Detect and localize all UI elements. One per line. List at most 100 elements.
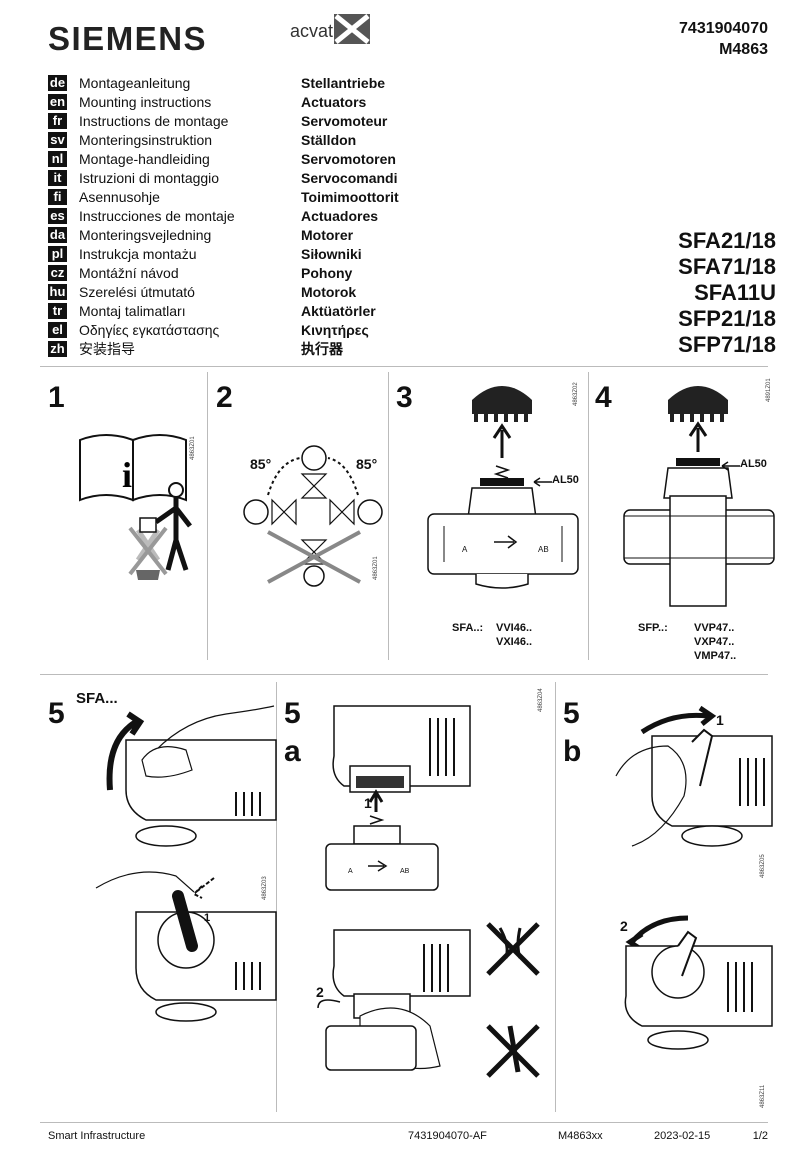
figure-code: 4863Z01 — [190, 436, 196, 460]
footer-doc-ref: 7431904070-AF — [408, 1130, 487, 1142]
sfa-valve-illustration — [427, 386, 579, 589]
language-code: de — [48, 74, 67, 91]
footer-page: 1/2 — [752, 1130, 768, 1142]
figure-code: 4863Z02 — [573, 382, 579, 406]
release-lever-illustration — [615, 705, 773, 1050]
divider — [40, 366, 768, 367]
language-code: zh — [48, 340, 67, 357]
language-instruction-label: Asennusohje — [79, 188, 160, 205]
divider — [588, 372, 589, 660]
divider — [207, 372, 208, 660]
step-1-number: 1 — [48, 381, 65, 414]
step-5b-number: 5 — [563, 697, 580, 730]
language-product-label: Motorer — [301, 226, 354, 243]
port-ab-label: AB — [538, 545, 549, 554]
port-a-label: A — [462, 545, 468, 554]
language-instruction-label: Οδηγίες εγκατάστασης — [79, 321, 220, 338]
language-row-el: el Οδηγίες εγκατάστασης Κινητήρες — [48, 320, 399, 339]
figure-code: 4863Z01 — [373, 556, 379, 580]
language-product-label: Κινητήρες — [301, 321, 369, 338]
language-product-label: Ställdon — [301, 131, 357, 148]
language-code: nl — [48, 150, 67, 167]
step-5b-sub: b — [563, 735, 582, 768]
language-instruction-label: Instructions de montage — [79, 112, 229, 129]
manual-adjust-illustration — [95, 705, 277, 1022]
language-product-label: Siłowniki — [301, 245, 362, 262]
port-ab-label: AB — [400, 868, 410, 875]
step-5a-sub: a — [284, 735, 301, 768]
language-code: sv — [48, 131, 67, 148]
marker-1: 1 — [204, 912, 211, 924]
angle-right-label: 85° — [356, 456, 378, 472]
actuator-mount-illustration — [317, 705, 540, 1078]
step-5-number: 5 — [48, 697, 65, 730]
language-instruction-label: Monteringsinstruktion — [79, 131, 213, 148]
model-item: SFP71/18 — [678, 332, 776, 357]
language-row-cz: cz Montážní návod Pohony — [48, 263, 399, 282]
language-instruction-label: Instrukcja montażu — [79, 245, 197, 262]
divider — [388, 372, 389, 660]
language-code: cz — [48, 264, 67, 281]
language-code: el — [48, 321, 67, 338]
language-code: hu — [48, 283, 67, 300]
language-product-label: Servomoteur — [301, 112, 388, 129]
language-instruction-label: Instrucciones de montaje — [79, 207, 235, 224]
al50-label: AL50 — [552, 474, 579, 486]
svg-text:i: i — [122, 455, 132, 495]
language-code: en — [48, 93, 67, 110]
language-row-pl: pl Instrukcja montażu Siłowniki — [48, 244, 399, 263]
figure-code: 4863Z04 — [538, 688, 544, 712]
language-product-label: 执行器 — [301, 340, 343, 357]
acvatix-mark-icon — [334, 14, 370, 44]
siemens-logo: SIEMENS — [48, 20, 208, 57]
figure-code: 4891Z01 — [766, 378, 772, 402]
al50-label: AL50 — [740, 458, 767, 470]
marker-2: 2 — [316, 984, 324, 1000]
divider — [276, 682, 277, 1112]
sfa-series-label: SFA..: — [452, 622, 484, 634]
language-code: da — [48, 226, 67, 243]
step-4-number: 4 — [595, 381, 612, 414]
mounting-angle-illustration — [243, 445, 383, 587]
model-item: SFP21/18 — [678, 306, 776, 331]
language-instruction-label: 安装指导 — [79, 340, 135, 357]
language-product-label: Actuadores — [301, 207, 379, 224]
language-row-es: es Instrucciones de montaje Actuadores — [48, 206, 399, 225]
language-instruction-label: Istruzioni di montaggio — [79, 169, 220, 186]
angle-left-label: 85° — [250, 456, 272, 472]
language-row-hu: hu Szerelési útmutató Motorok — [48, 282, 399, 301]
language-product-label: Stellantriebe — [301, 74, 386, 91]
step-3-number: 3 — [396, 381, 413, 414]
language-code: es — [48, 207, 67, 224]
valve-vmp47: VMP47.. — [694, 650, 737, 662]
read-instructions-illustration: i — [79, 434, 192, 580]
language-instruction-label: Szerelési útmutató — [79, 283, 195, 300]
valve-vvp47: VVP47.. — [694, 622, 735, 634]
footer-company: Smart Infrastructure — [48, 1130, 146, 1142]
language-code: pl — [48, 245, 67, 262]
language-code: fi — [48, 188, 67, 205]
footer-date: 2023-02-15 — [654, 1130, 711, 1142]
language-instruction-label: Montaj talimatları — [79, 302, 186, 319]
acvatix-logo: acvatix — [290, 21, 347, 41]
language-product-label: Motorok — [301, 283, 357, 300]
language-product-label: Servocomandi — [301, 169, 398, 186]
valve-vvi46: VVI46.. — [496, 622, 533, 634]
language-code: tr — [48, 302, 67, 319]
figure-code: 4863Z11 — [760, 1084, 766, 1108]
sfp-series-label: SFP..: — [638, 622, 668, 634]
step-2-number: 2 — [216, 381, 233, 414]
language-instruction-label: Montageanleitung — [79, 74, 191, 91]
figure-code: 4863Z05 — [760, 854, 766, 878]
language-product-label: Pohony — [301, 264, 353, 281]
language-instruction-label: Montážní návod — [79, 264, 179, 281]
